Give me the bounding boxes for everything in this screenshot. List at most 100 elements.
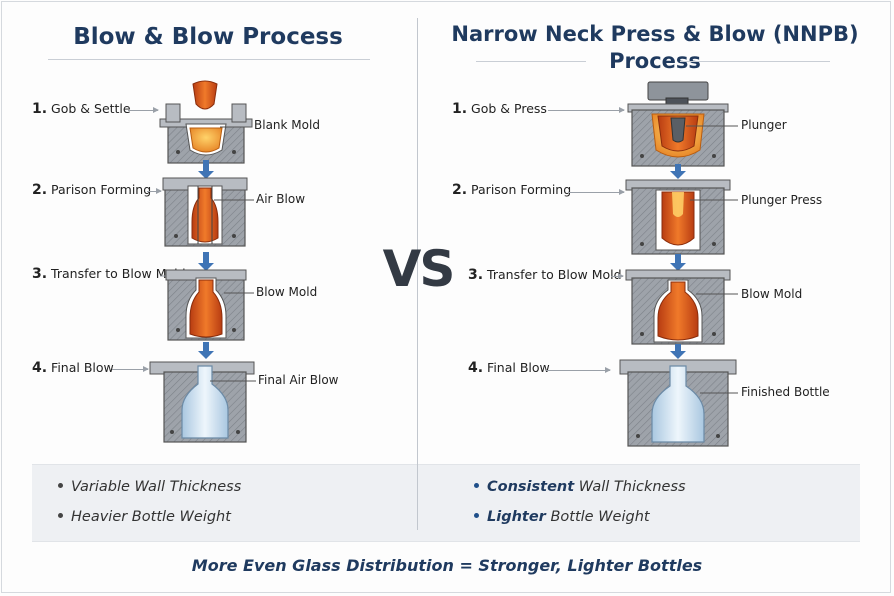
right-step-4-pointer bbox=[546, 367, 611, 373]
right-mold-2 bbox=[625, 179, 731, 255]
right-parison-glow bbox=[672, 192, 684, 217]
left-mold-2-bolt-r bbox=[232, 234, 236, 238]
left-mold-3-bolt-r bbox=[232, 328, 236, 332]
right-mold-3-bolt-r bbox=[712, 332, 716, 336]
left-step-3-num: 3. bbox=[32, 266, 48, 282]
right-bullet-1-dot bbox=[474, 482, 479, 488]
right-mold-1-bolt-r bbox=[712, 154, 716, 158]
right-parison bbox=[661, 191, 695, 246]
left-blank-mold-post-l bbox=[165, 103, 181, 123]
right-plunger-cap bbox=[647, 81, 709, 101]
right-mold-1-bolt-l bbox=[640, 154, 644, 158]
right-bullet-1-emphasis: Consistent bbox=[487, 479, 575, 495]
center-divider bbox=[417, 18, 418, 530]
band-divider bbox=[417, 464, 418, 530]
left-step-2-label: Parison Forming bbox=[51, 182, 152, 197]
left-step-1-label: Gob & Settle bbox=[51, 101, 131, 116]
left-bullet-1-dot bbox=[58, 482, 63, 488]
right-mold-4 bbox=[619, 359, 737, 447]
left-mold-4 bbox=[149, 361, 255, 443]
right-step-3-num: 3. bbox=[468, 267, 484, 283]
right-step-1-pointer bbox=[548, 107, 625, 113]
right-flow-arrow-2-shaft bbox=[675, 254, 681, 264]
comparison-band bbox=[32, 464, 860, 542]
left-mold-1 bbox=[159, 80, 253, 164]
right-step-1-num: 1. bbox=[452, 101, 468, 117]
right-bullet-2: Lighter Bottle Weight bbox=[474, 509, 650, 525]
left-step-4: 4. Final Blow bbox=[32, 360, 114, 376]
right-mold-4-bolt-l bbox=[636, 434, 640, 438]
left-mold-2-bolt-l bbox=[174, 234, 178, 238]
left-mold-4-bolt-l bbox=[170, 430, 174, 434]
left-flow-arrow-1-shaft bbox=[203, 160, 209, 172]
left-step-1: 1. Gob & Settle bbox=[32, 101, 131, 117]
left-flow-arrow-3-shaft bbox=[203, 342, 209, 352]
left-bullet-2-dot bbox=[58, 512, 63, 518]
right-bullet-2-dot bbox=[474, 512, 479, 518]
vs-label: VS bbox=[382, 240, 456, 298]
right-step-4: 4. Final Blow bbox=[468, 360, 550, 376]
right-flow-arrow-1 bbox=[670, 164, 686, 179]
right-step-3-pointer bbox=[611, 273, 624, 279]
right-step-1-label: Gob & Press bbox=[471, 101, 547, 116]
right-mold-2-bolt-l bbox=[640, 242, 644, 246]
right-step-2-pointer bbox=[568, 189, 625, 195]
left-bullet-2: Heavier Bottle Weight bbox=[58, 509, 231, 525]
left-blow-glass bbox=[189, 279, 223, 338]
left-flow-arrow-2-head bbox=[198, 263, 214, 271]
right-step-3-label: Transfer to Blow Mold bbox=[487, 267, 622, 282]
left-flow-arrow-1-head bbox=[198, 171, 214, 179]
left-step-3: 3. Transfer to Blow Mold bbox=[32, 266, 186, 282]
right-flow-arrow-1-shaft bbox=[675, 164, 681, 172]
left-bullet-2-text: Heavier Bottle Weight bbox=[71, 509, 231, 525]
left-callout-1: Blank Mold bbox=[254, 118, 320, 132]
left-callout-2: Air Blow bbox=[256, 192, 306, 206]
left-step-3-label: Transfer to Blow Mold bbox=[51, 266, 186, 281]
left-final-bottle bbox=[181, 365, 229, 439]
right-callout-2: Plunger Press bbox=[741, 193, 823, 207]
right-bullet-1: Consistent Wall Thickness bbox=[474, 479, 686, 495]
right-flow-arrow-3-shaft bbox=[675, 344, 681, 352]
left-callout-4: Final Air Blow bbox=[258, 373, 339, 387]
left-step-2: 2. Parison Forming bbox=[32, 182, 151, 198]
process-diagrams bbox=[149, 80, 738, 447]
right-flow-arrow-1-head bbox=[670, 171, 686, 179]
left-mold-3 bbox=[165, 269, 247, 341]
right-callout-4: Finished Bottle bbox=[741, 385, 830, 399]
right-step-1: 1. Gob & Press bbox=[452, 101, 547, 117]
right-mold-3-bolt-l bbox=[640, 332, 644, 336]
left-flow-arrow-3 bbox=[198, 342, 214, 359]
left-gob bbox=[192, 80, 218, 110]
left-flow-arrow-1 bbox=[198, 160, 214, 179]
right-step-4-label: Final Blow bbox=[487, 360, 550, 375]
left-step-1-pointer bbox=[128, 107, 159, 113]
left-mold-1-bolt-r bbox=[232, 150, 236, 154]
left-step-4-num: 4. bbox=[32, 360, 48, 376]
left-blank-mold-post-r bbox=[231, 103, 247, 123]
right-mold-2-bolt-r bbox=[712, 242, 716, 246]
right-flow-arrow-2 bbox=[670, 254, 686, 271]
footer-tagline: More Even Glass Distribution = Stronger,… bbox=[191, 556, 703, 575]
right-bullet-2-text: Bottle Weight bbox=[545, 509, 650, 525]
right-step-3: 3. Transfer to Blow Mold bbox=[468, 267, 622, 283]
right-bullet-1-text: Wall Thickness bbox=[574, 479, 686, 495]
left-step-4-label: Final Blow bbox=[51, 360, 114, 375]
left-blank-glass bbox=[189, 127, 223, 153]
right-flow-arrow-3-head bbox=[670, 351, 686, 359]
right-finished-bottle bbox=[651, 365, 705, 443]
left-callout-3: Blow Mold bbox=[256, 285, 318, 299]
right-title-rule-left bbox=[476, 61, 586, 62]
left-bullet-1: Variable Wall Thickness bbox=[58, 479, 241, 495]
right-title-rule-right bbox=[680, 61, 830, 62]
right-mold-1 bbox=[627, 81, 729, 167]
right-flow-arrow-3 bbox=[670, 344, 686, 359]
left-mold-2 bbox=[162, 177, 248, 247]
left-bullet-1-text: Variable Wall Thickness bbox=[71, 479, 242, 495]
right-blow-glass bbox=[657, 281, 699, 341]
right-flow-arrow-2-head bbox=[670, 263, 686, 271]
right-plunger-tip bbox=[670, 117, 686, 143]
right-step-4-num: 4. bbox=[468, 360, 484, 376]
left-mold-4-bolt-r bbox=[236, 430, 240, 434]
right-mold-4-bolt-r bbox=[716, 434, 720, 438]
left-flow-arrow-2-shaft bbox=[203, 252, 209, 264]
